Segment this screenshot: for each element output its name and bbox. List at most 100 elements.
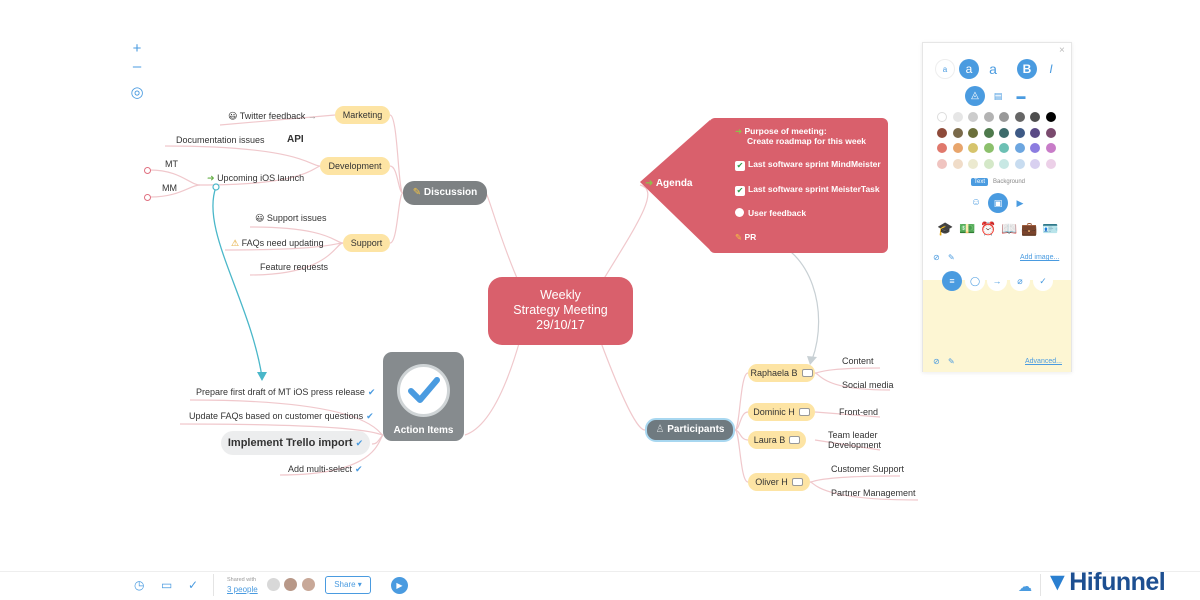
color-swatch[interactable]: [1030, 143, 1040, 153]
color-swatch[interactable]: [1014, 112, 1025, 122]
color-swatch[interactable]: [1045, 127, 1056, 138]
color-swatch[interactable]: [1045, 158, 1056, 169]
upcoming-ios-launch-node[interactable]: ➜ Upcoming iOS launch: [207, 173, 304, 184]
color-swatch[interactable]: [952, 112, 963, 122]
shared-people-link[interactable]: 3 people: [227, 585, 258, 594]
agenda-purpose-node[interactable]: ➜ Purpose of meeting: Create roadmap for…: [735, 126, 866, 146]
color-swatch[interactable]: [999, 112, 1009, 122]
color-swatch[interactable]: [1030, 127, 1040, 138]
cloud-download-icon[interactable]: ☁: [1018, 578, 1032, 594]
agenda-user-feedback-node[interactable]: User feedback: [735, 208, 806, 218]
discussion-node[interactable]: ✎ Discussion: [403, 181, 487, 205]
style-pill-icon[interactable]: ▬: [1016, 91, 1026, 101]
style-card-icon[interactable]: ▤: [993, 91, 1003, 101]
dominic-node[interactable]: Dominic H: [748, 403, 815, 421]
color-swatch[interactable]: [1014, 158, 1025, 169]
team-leader-node[interactable]: Team leader Development: [828, 430, 881, 450]
advanced-link[interactable]: Advanced...: [1025, 358, 1062, 365]
zoom-out-button[interactable]: –: [132, 58, 142, 75]
agenda-sprint-mindmeister-node[interactable]: ✔Last software sprint MindMeister: [735, 159, 881, 171]
add-image-link[interactable]: Add image...: [1020, 254, 1060, 261]
play-icon[interactable]: ▶: [391, 577, 408, 594]
customer-support-node[interactable]: Customer Support: [831, 464, 905, 474]
task-check-icon[interactable]: ✓: [188, 578, 199, 592]
reset-icon[interactable]: ⊘: [933, 253, 940, 262]
money-icon[interactable]: 💵: [959, 221, 976, 236]
agenda-pr-node[interactable]: ✎ PR: [735, 232, 756, 242]
color-swatch[interactable]: [1014, 127, 1025, 138]
color-swatch[interactable]: [968, 112, 978, 122]
feature-requests-node[interactable]: Feature requests: [260, 262, 329, 272]
book-icon[interactable]: 📖: [1001, 221, 1018, 236]
social-media-node[interactable]: Social media: [842, 380, 894, 390]
color-swatch[interactable]: [983, 158, 994, 169]
color-swatch[interactable]: [1045, 143, 1056, 153]
zoom-in-button[interactable]: +: [132, 40, 142, 57]
marketing-node[interactable]: Marketing: [335, 106, 390, 124]
color-swatch[interactable]: [983, 127, 994, 138]
color-swatch[interactable]: [1030, 112, 1040, 122]
close-icon[interactable]: ×: [1059, 45, 1065, 56]
video-icon[interactable]: ▶: [1016, 198, 1024, 208]
font-size-medium-button[interactable]: a: [959, 59, 979, 79]
color-swatch[interactable]: [937, 143, 947, 153]
multi-select-node[interactable]: Add multi-select✔: [288, 464, 363, 475]
mm-node[interactable]: MM: [162, 183, 177, 193]
laura-node[interactable]: Laura B: [748, 431, 806, 449]
color-swatch[interactable]: [983, 143, 994, 153]
oliver-node[interactable]: Oliver H: [748, 473, 810, 491]
color-swatch[interactable]: [999, 127, 1009, 138]
magic-wand-icon[interactable]: ✎: [948, 253, 955, 262]
notes-area[interactable]: ≡ ◯ → ⌀ ✓ ⊘ ✎ Advanced...: [923, 271, 1071, 372]
task-check-icon[interactable]: ✓: [1033, 271, 1053, 291]
avatar[interactable]: [302, 578, 315, 591]
participants-node[interactable]: ♙ Participants: [645, 418, 735, 442]
avatar[interactable]: [284, 578, 297, 591]
color-swatch[interactable]: [999, 143, 1009, 153]
bold-button[interactable]: B: [1017, 59, 1037, 79]
briefcase-icon[interactable]: 💼: [1021, 221, 1038, 236]
color-swatch[interactable]: [1045, 112, 1056, 122]
update-faqs-node[interactable]: Update FAQs based on customer questions✔: [189, 411, 374, 422]
attachment-icon[interactable]: ⌀: [1010, 271, 1030, 291]
color-swatch[interactable]: [968, 127, 978, 138]
style-shape-icon[interactable]: ◬: [965, 86, 985, 106]
documentation-issues-node[interactable]: Documentation issues: [176, 135, 265, 145]
font-size-large-button[interactable]: a: [989, 61, 997, 77]
id-card-icon[interactable]: 🪪: [1042, 221, 1059, 236]
color-swatch[interactable]: [952, 127, 963, 138]
collapse-handle-icon[interactable]: [144, 167, 151, 174]
content-node[interactable]: Content: [842, 356, 874, 366]
color-swatch[interactable]: [952, 158, 963, 169]
action-items-node[interactable]: Action Items: [383, 352, 464, 441]
agenda-sprint-meistertask-node[interactable]: ✔Last software sprint MeisterTask: [735, 184, 880, 196]
center-map-button[interactable]: ◎: [130, 84, 144, 101]
history-icon[interactable]: ◷: [134, 578, 145, 592]
press-release-node[interactable]: Prepare first draft of MT iOS press rele…: [196, 387, 375, 398]
color-swatch[interactable]: [1014, 143, 1025, 153]
italic-button[interactable]: I: [1049, 62, 1053, 76]
image-icon[interactable]: ▣: [988, 193, 1008, 213]
color-swatch[interactable]: [1030, 158, 1040, 169]
share-button[interactable]: Share ▾: [325, 576, 371, 594]
text-color-tab[interactable]: Text: [971, 178, 989, 186]
faqs-need-updating-node[interactable]: ⚠ FAQs need updating: [231, 238, 324, 249]
font-size-small-button[interactable]: a: [935, 59, 955, 79]
color-swatch[interactable]: [937, 112, 947, 122]
support-node[interactable]: Support: [343, 234, 390, 252]
color-swatch[interactable]: [937, 158, 947, 169]
emoji-icon[interactable]: ☺: [970, 197, 982, 208]
api-node[interactable]: API: [287, 134, 304, 145]
background-color-tab[interactable]: Background: [993, 179, 1026, 185]
mt-node[interactable]: MT: [165, 159, 178, 169]
central-topic[interactable]: Weekly Strategy Meeting 29/10/17: [488, 277, 633, 345]
presentation-icon[interactable]: ▭: [161, 578, 173, 592]
front-end-node[interactable]: Front-end: [839, 407, 879, 417]
notes-icon[interactable]: ≡: [942, 271, 962, 291]
raphaela-node[interactable]: Raphaela B: [748, 364, 815, 382]
reset-icon[interactable]: ⊘: [933, 357, 940, 366]
link-arrow-icon[interactable]: →: [987, 271, 1007, 291]
color-swatch[interactable]: [983, 112, 994, 122]
alarm-clock-icon[interactable]: ⏰: [980, 221, 997, 236]
graduation-cap-icon[interactable]: 🎓: [937, 221, 954, 236]
